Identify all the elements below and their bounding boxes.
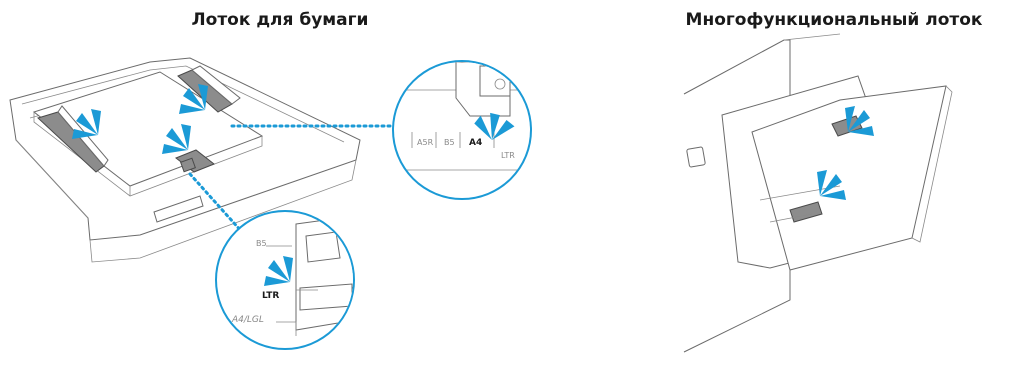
zoom-lens-size-marks: A5R B5 A4 LTR	[394, 62, 530, 198]
mark-b5: B5	[444, 138, 455, 147]
mark-a4-lgl: A4/LGL	[231, 315, 264, 325]
multipurpose-tray	[684, 34, 952, 352]
mark-ltr-bottom: LTR	[262, 291, 279, 301]
mark-a5r: A5R	[417, 138, 434, 147]
zoom-lens-guide-marks: B5 LTR A4/LGL	[217, 212, 356, 348]
mark-a4: A4	[469, 138, 482, 148]
mark-b5-bottom: B5	[256, 239, 267, 248]
mark-ltr: LTR	[501, 151, 515, 160]
